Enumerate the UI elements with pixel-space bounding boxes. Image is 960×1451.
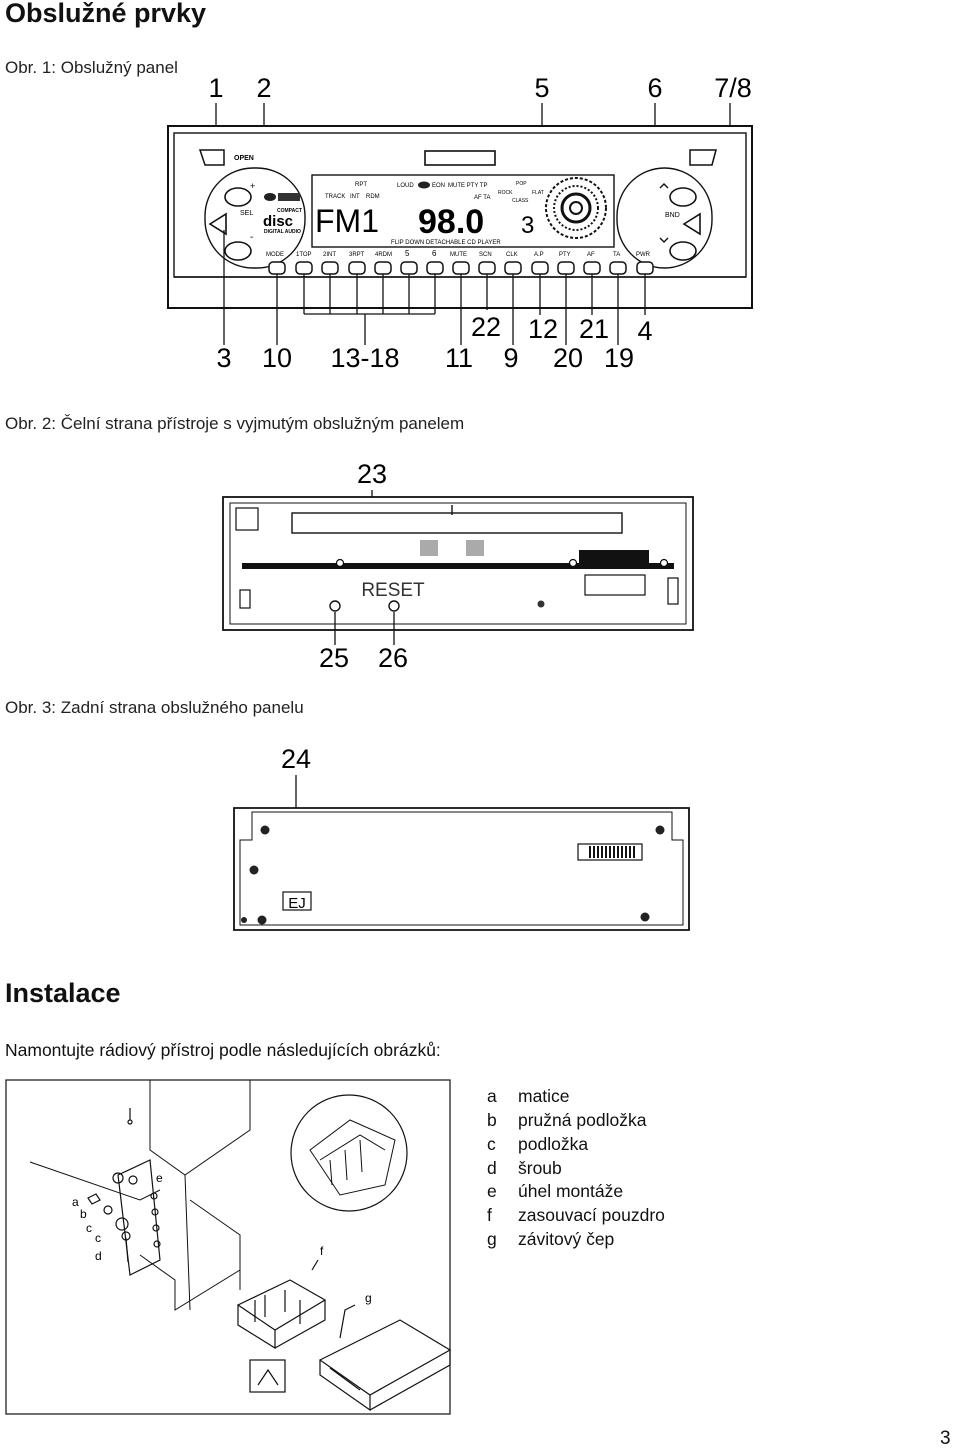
callout-12: 12 <box>528 314 558 344</box>
callout-10: 10 <box>262 343 292 373</box>
figure3-panel-back: 24 EJ <box>233 744 690 931</box>
callout-20: 20 <box>553 343 583 373</box>
digital-audio-label: DIGITAL AUDIO <box>264 229 301 235</box>
rpt-indicator: RPT <box>355 182 367 188</box>
class-indicator: CLASS <box>512 198 529 204</box>
label-e: e <box>156 1171 163 1185</box>
ej-label: EJ <box>288 895 306 912</box>
plus-label: + <box>250 181 255 191</box>
label-a: a <box>72 1195 79 1209</box>
btn-label-clk: CLK <box>506 252 518 258</box>
compact-label: COMPACT <box>277 208 302 214</box>
label-c: c <box>86 1221 92 1235</box>
figure2-front-without-panel: 23 RESET 25 26 <box>222 459 694 673</box>
callout-9: 9 <box>503 343 518 373</box>
btn-label-pty: PTY <box>559 252 571 258</box>
rdm-indicator: RDM <box>366 194 380 200</box>
btn-label-1: 1TOP <box>296 252 312 258</box>
bnd-label: BND <box>665 212 680 219</box>
label-f: f <box>320 1244 324 1258</box>
display-frequency: 98.0 <box>418 203 484 241</box>
install-intro: Namontujte rádiový přístroj podle násled… <box>5 1040 441 1060</box>
label-b: b <box>80 1207 87 1221</box>
figure3-caption: Obr. 3: Zadní strana obslužného panelu <box>5 698 304 717</box>
callout-4: 4 <box>637 316 652 346</box>
installation-diagram: a b c c d e f g <box>5 1079 452 1415</box>
btn-label-mute: MUTE <box>450 252 467 258</box>
btn-label-af: AF <box>587 252 595 258</box>
callout-22: 22 <box>471 312 501 342</box>
af-ta-indicator: AF TA <box>474 195 490 201</box>
rock-indicator: ROCK <box>498 190 513 196</box>
callout-23: 23 <box>357 459 387 489</box>
track-indicator: TRACK <box>325 194 345 200</box>
section-heading-install: Instalace <box>5 978 121 1008</box>
btn-label-5: 5 <box>405 249 410 258</box>
reset-label: RESET <box>361 580 425 601</box>
page-number: 3 <box>940 1428 951 1449</box>
btn-label-ap: A.P <box>534 252 544 258</box>
btn-label-pwr: PWR <box>636 252 651 258</box>
btn-label-6: 6 <box>432 249 437 258</box>
btn-label-4: 4RDM <box>375 252 392 258</box>
figure2-caption: Obr. 2: Čelní strana přístroje s vyjmutý… <box>5 414 465 433</box>
section-heading-controls: Obslužné prvky <box>5 0 207 28</box>
callout-1: 1 <box>208 73 223 103</box>
callout-2: 2 <box>256 73 271 103</box>
callout-21: 21 <box>579 314 609 344</box>
btn-label-2: 2INT <box>323 252 336 258</box>
eon-indicator: EON <box>432 183 445 189</box>
callout-13-18: 13-18 <box>330 343 399 373</box>
minus-label: - <box>250 232 253 243</box>
flip-down-label: FLIP DOWN DETACHABLE CD PLAYER <box>391 240 501 246</box>
callout-11: 11 <box>445 343 473 373</box>
loud-indicator: LOUD <box>397 183 414 189</box>
label-g: g <box>365 1291 372 1305</box>
callout-26: 26 <box>378 643 408 673</box>
disc-logo: disc <box>263 213 293 230</box>
flat-indicator: FLAT <box>532 190 544 196</box>
mute-pty-tp-indicator: MUTE PTY TP <box>448 183 487 189</box>
callout-3: 3 <box>216 343 231 373</box>
btn-label-ta: TA <box>613 252 620 258</box>
figure1-control-panel: 1 2 5 6 7/8 OPEN + - SEL BND COMPACT dis… <box>167 73 753 373</box>
display-channel: 3 <box>521 212 534 239</box>
callout-25: 25 <box>319 643 349 673</box>
btn-label-mode: MODE <box>266 252 284 258</box>
open-label: OPEN <box>234 155 254 162</box>
callout-7-8: 7/8 <box>714 73 752 103</box>
callout-6: 6 <box>647 73 662 103</box>
display-band: FM1 <box>315 203 379 239</box>
figure1-caption: Obr. 1: Obslužný panel <box>5 58 178 77</box>
btn-label-scn: SCN <box>479 252 492 258</box>
label-d: d <box>95 1249 102 1263</box>
callout-24: 24 <box>281 744 311 774</box>
label-c2: c <box>95 1231 101 1245</box>
callout-5: 5 <box>534 73 549 103</box>
int-indicator: INT <box>350 194 360 200</box>
callout-19: 19 <box>604 343 634 373</box>
sel-label: SEL <box>240 210 253 217</box>
btn-label-3: 3RPT <box>349 252 365 258</box>
pop-indicator: POP <box>516 181 527 187</box>
